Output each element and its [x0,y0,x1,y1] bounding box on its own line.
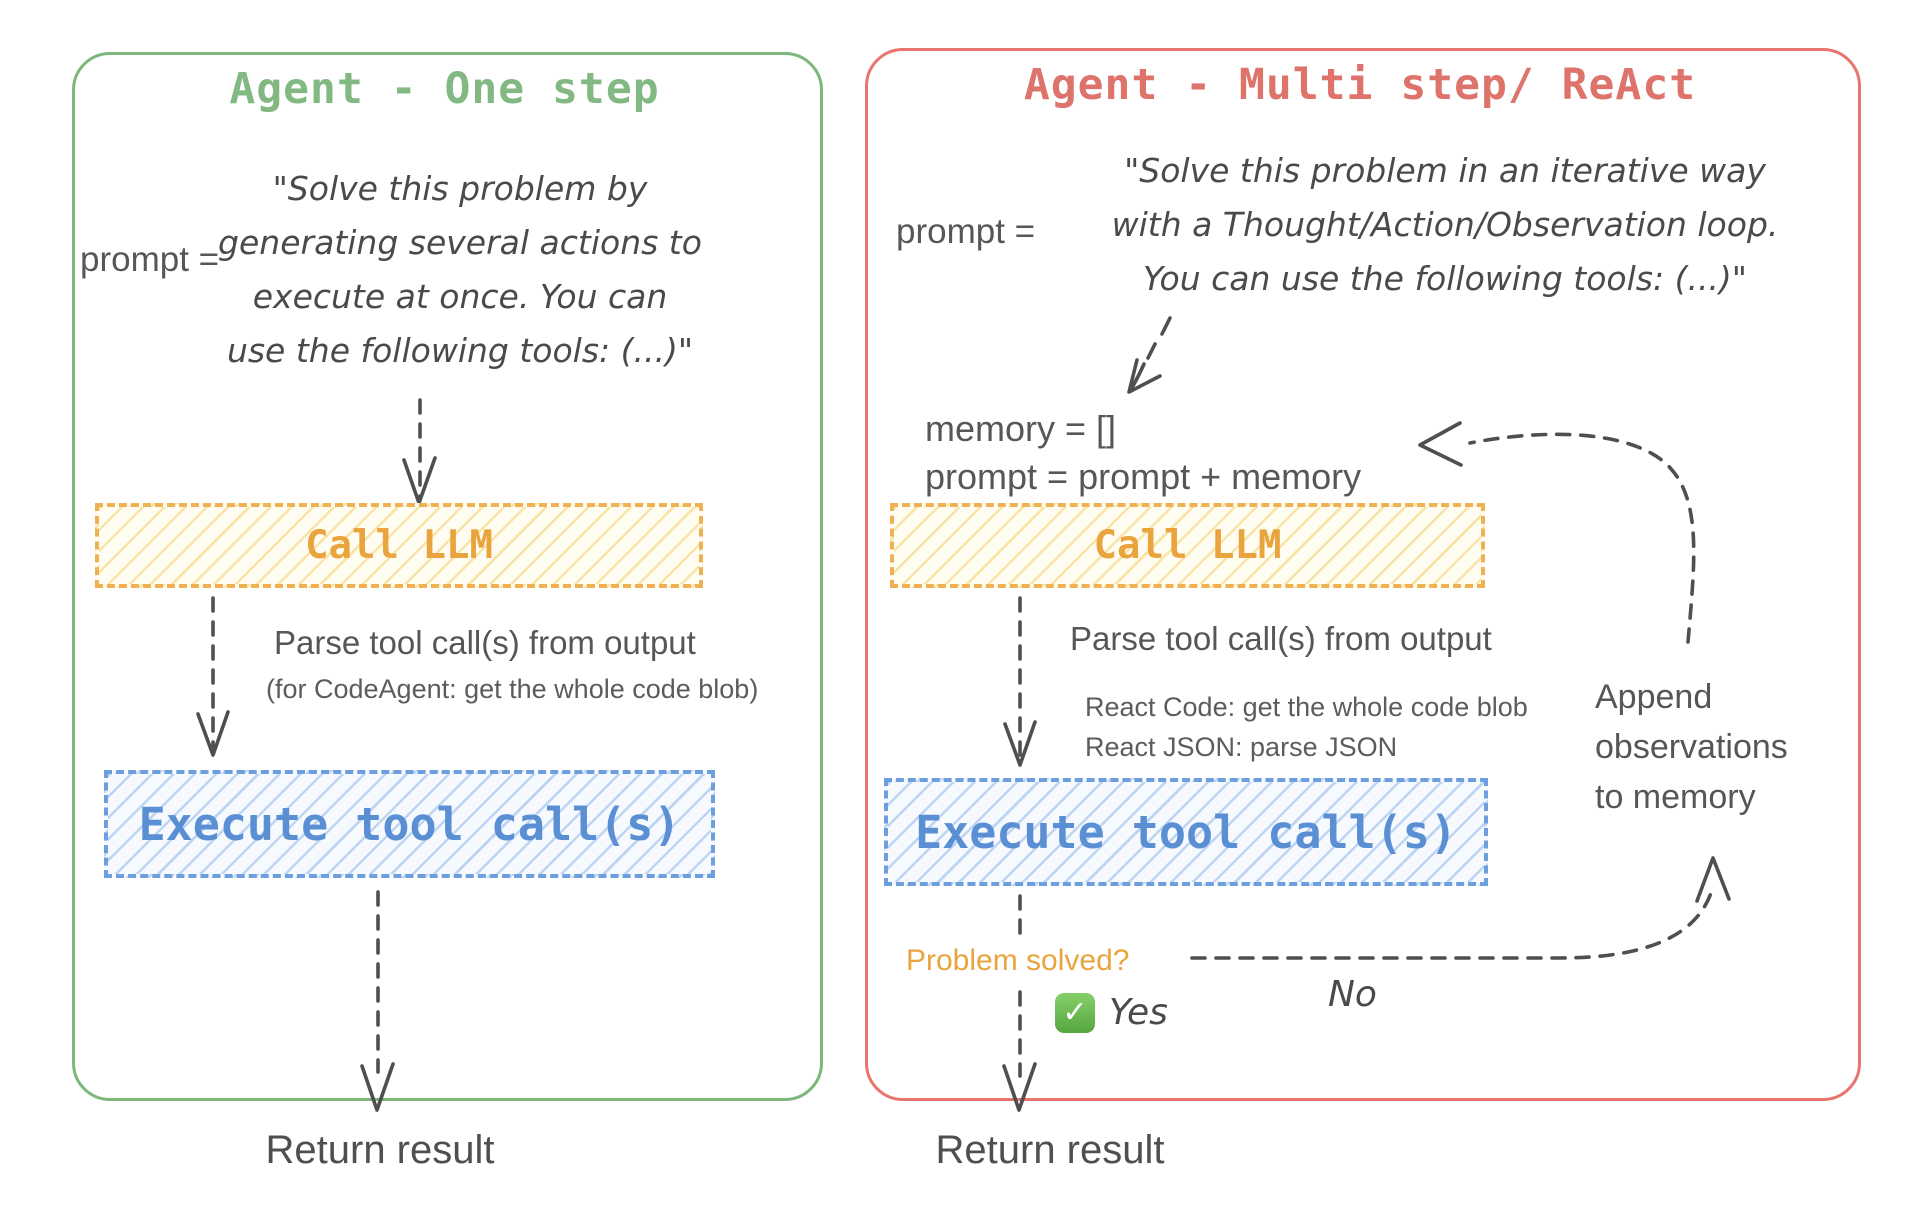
one-step-call-llm-box: Call LLM [95,503,703,588]
append-observations-note: Append observations to memory [1595,672,1788,822]
multi-step-return-result: Return result [935,1128,1165,1172]
prompt-line: You can use the following tools: (...)" [1143,259,1747,298]
one-step-prompt-text: "Solve this problem by generating severa… [150,162,770,378]
call-llm-label: Call LLM [1093,523,1282,568]
one-step-panel [72,52,823,1101]
one-step-parse-subtitle: (for CodeAgent: get the whole code blob) [266,674,759,704]
append-line: observations [1595,728,1788,766]
arrow-right-prompt-to-memory-dash2 [1146,342,1157,360]
one-step-return-result: Return result [265,1128,495,1172]
arrowhead-right-no-to-append [1695,856,1731,903]
one-step-title: Agent - One step [229,64,660,114]
execute-label: Execute tool call(s) [915,805,1457,859]
no-label: No [1328,974,1377,1015]
arrow-right-no-to-append [1190,888,1714,960]
append-line: to memory [1595,778,1756,816]
yes-label: Yes [1109,992,1168,1033]
arrowhead-left-llm-to-execute [196,710,230,757]
prompt-line: execute at once. You can [252,277,668,316]
memory-init-line: memory = [] [925,408,1117,449]
multi-step-prompt-text: "Solve this problem in an iterative way … [1050,144,1840,306]
call-llm-label: Call LLM [305,523,493,568]
problem-solved-question: Problem solved? [906,944,1130,977]
yes-branch: ✓ Yes [1055,992,1168,1033]
arrowhead-right-prompt-to-memory [1127,358,1162,394]
append-line: Append [1595,678,1713,716]
one-step-prompt-label: prompt = [80,240,220,279]
multi-step-title: Agent - Multi step/ ReAct [1023,60,1697,110]
prompt-line: use the following tools: (...)" [226,331,694,370]
prompt-line: with a Thought/Action/Observation loop. [1111,205,1779,244]
multi-step-panel [865,48,1861,1101]
multi-step-parse-subtitle-json: React JSON: parse JSON [1085,732,1398,762]
arrowhead-right-append-to-memory [1418,421,1463,467]
prompt-line: generating several actions to [218,223,702,262]
execute-label: Execute tool call(s) [138,797,681,851]
arrow-right-prompt-to-memory-dash1 [1160,316,1172,336]
arrowhead-left-execute-to-return [360,1062,395,1112]
one-step-parse-title: Parse tool call(s) from output [274,624,696,661]
arrowhead-right-llm-to-execute [1003,720,1037,767]
check-mark-icon: ✓ [1055,992,1095,1033]
prompt-line: "Solve this problem by [272,169,648,208]
multi-step-parse-subtitle-code: React Code: get the whole code blob [1085,692,1528,722]
multi-step-execute-box: Execute tool call(s) [884,778,1488,886]
multi-step-call-llm-box: Call LLM [890,503,1485,588]
prompt-line: "Solve this problem in an iterative way [1124,151,1766,190]
one-step-execute-box: Execute tool call(s) [104,770,715,878]
multi-step-prompt-label: prompt = [896,212,1036,251]
multi-step-parse-title: Parse tool call(s) from output [1070,620,1492,657]
arrow-right-append-to-memory [1468,432,1696,644]
prompt-update-line: prompt = prompt + memory [925,456,1362,497]
arrowhead-right-yes-to-return [1002,1062,1037,1112]
